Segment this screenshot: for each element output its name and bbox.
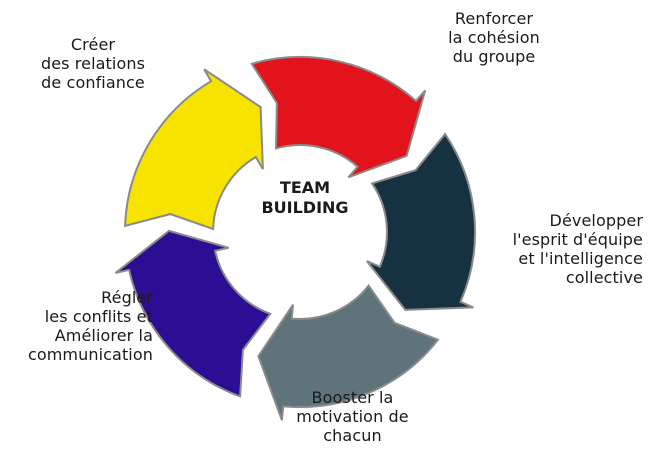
arrow-segment-red <box>250 56 427 179</box>
label-regler-conflits: Régler les conflits et Améliorer la comm… <box>27 288 153 364</box>
arrow-segment-grey <box>257 283 440 421</box>
arrow-segment-indigo <box>114 229 272 398</box>
center-title: TEAM BUILDING <box>261 178 349 217</box>
arrow-segment-dark-teal <box>366 132 476 311</box>
arrow-segment-yellow <box>124 68 264 231</box>
label-creer-relations: Créer des relations de confiance <box>40 35 146 92</box>
label-renforcer-cohesion: Renforcer la cohésion du groupe <box>448 9 540 66</box>
label-developper-esprit-equipe: Développer l'esprit d'équipe et l'intell… <box>512 211 643 287</box>
label-booster-motivation: Booster la motivation de chacun <box>296 388 409 445</box>
